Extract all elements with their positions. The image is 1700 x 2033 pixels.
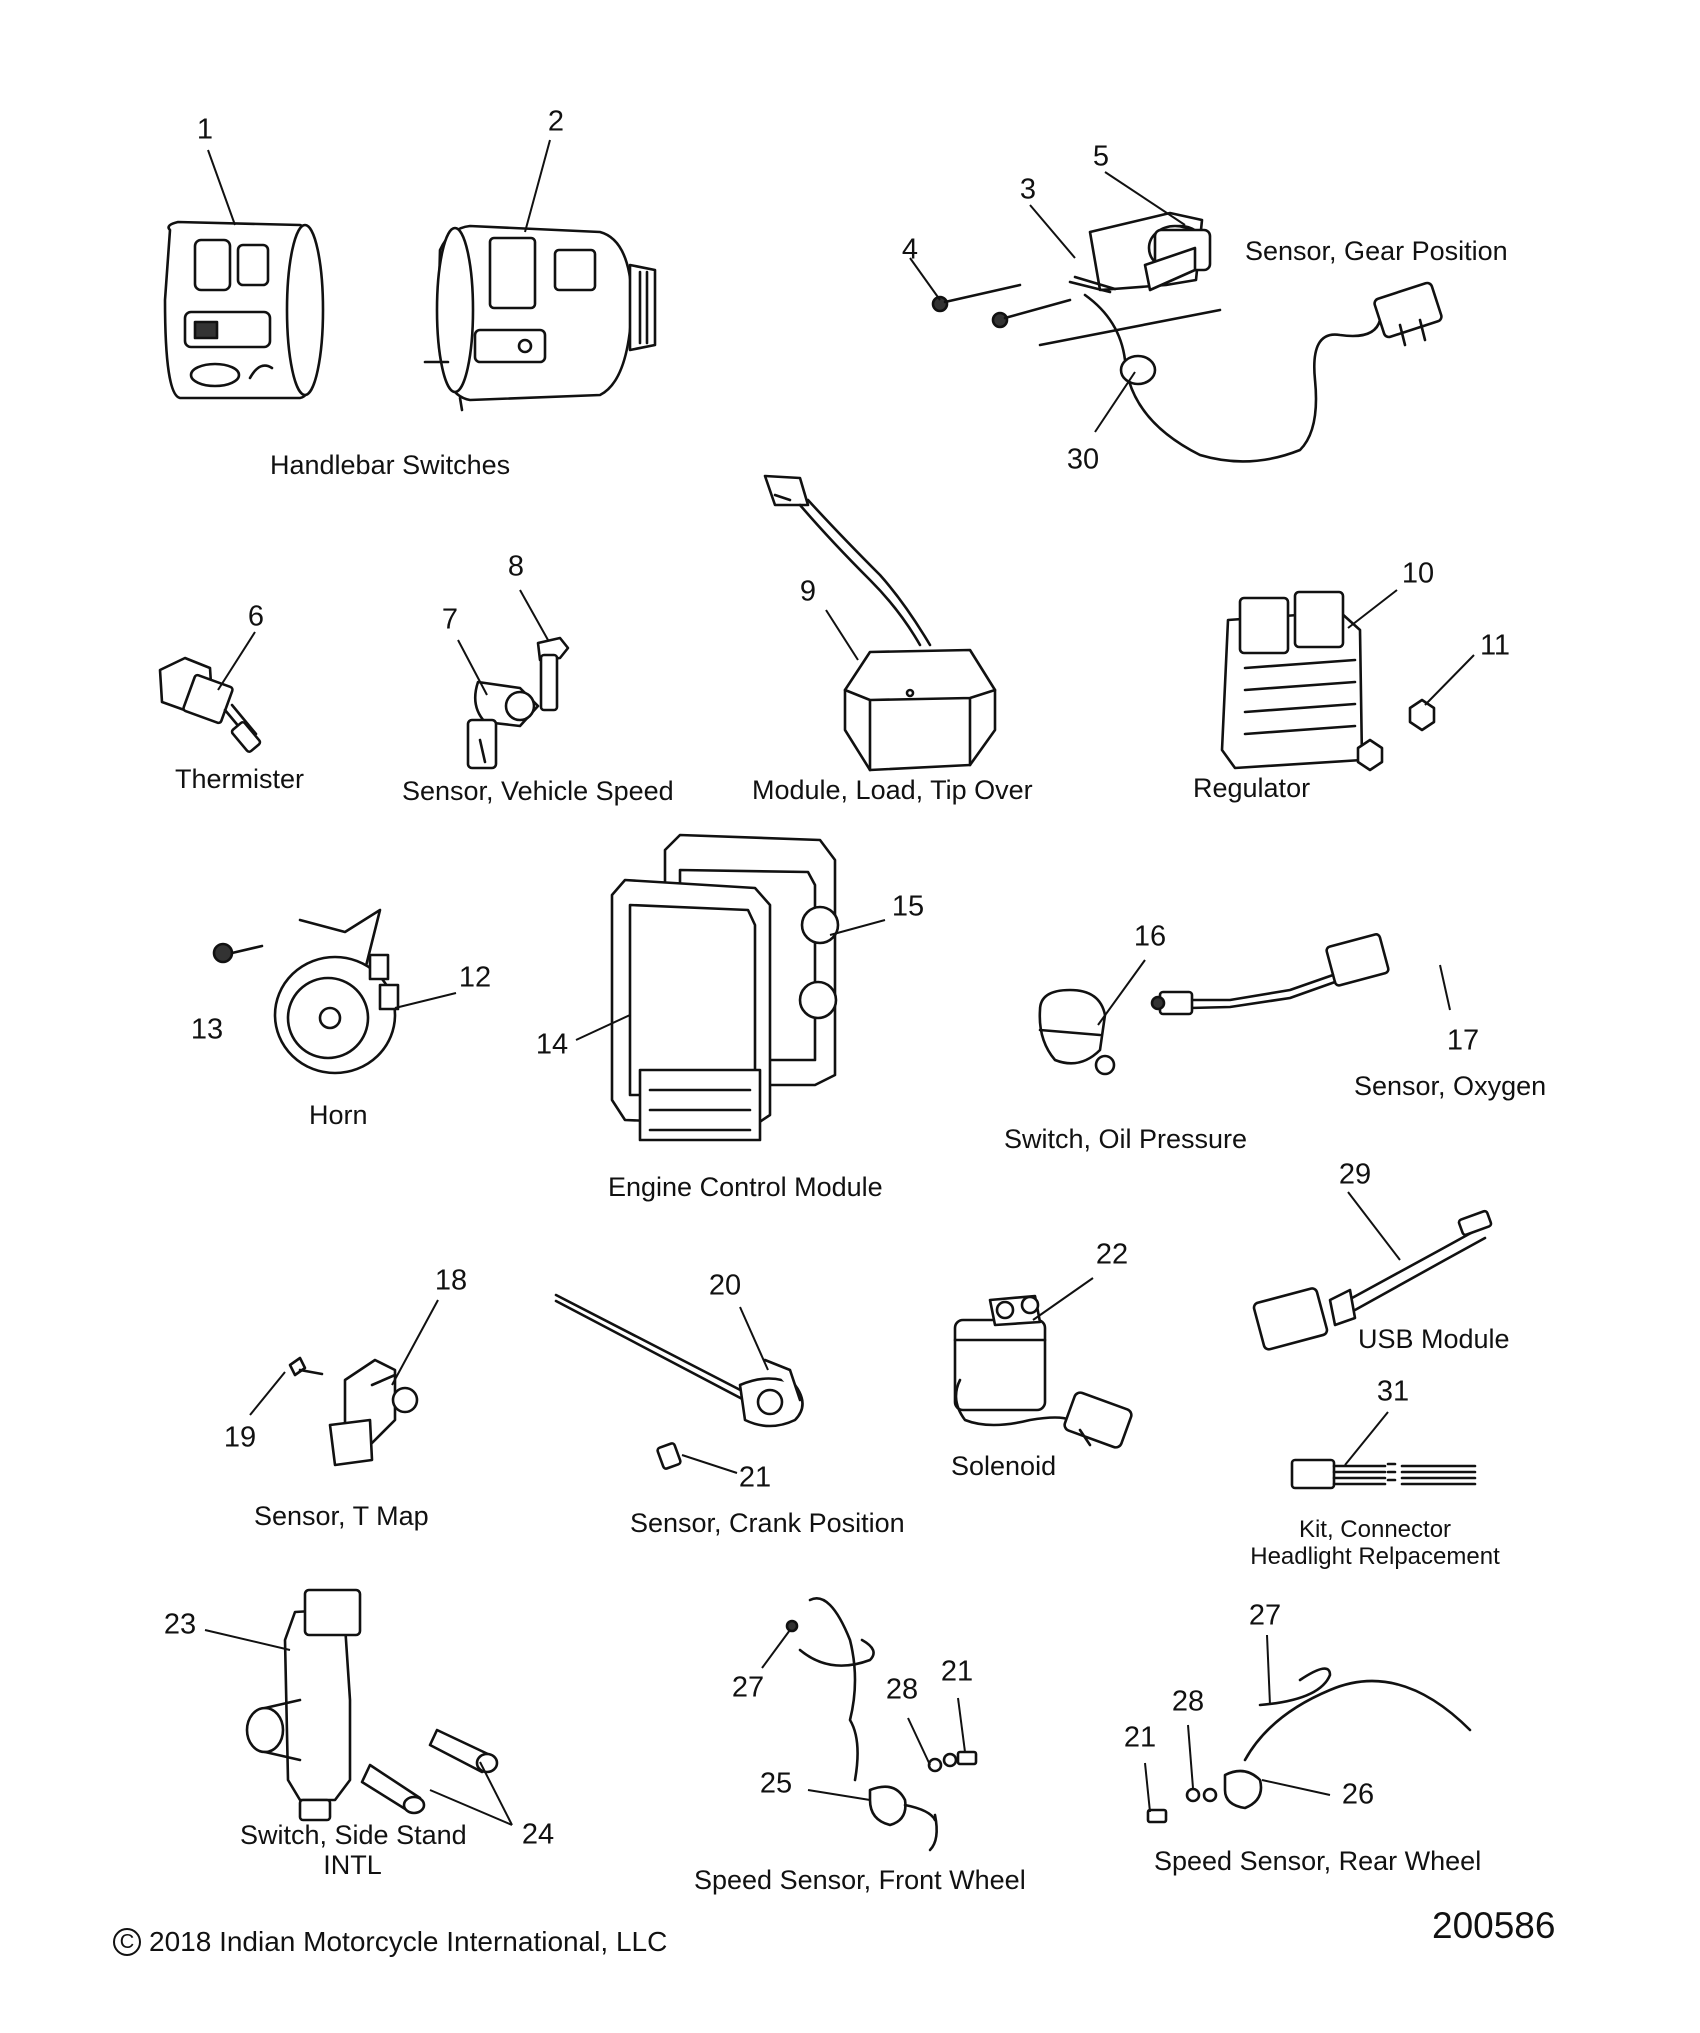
label-front-wheel-speed-sensor: Speed Sensor, Front Wheel: [694, 1865, 1026, 1895]
diagram-number: 200586: [1432, 1905, 1556, 1946]
vehicle-speed-sensor: [466, 636, 570, 770]
label-horn: Horn: [309, 1100, 368, 1130]
label-connector-kit: Kit, Connector Headlight Relpacement: [1245, 1518, 1505, 1569]
callout-30: 30: [1066, 443, 1100, 476]
callout-7: 7: [441, 603, 459, 636]
callout-3: 3: [1019, 173, 1037, 206]
callout-15: 15: [891, 890, 925, 923]
callout-1: 1: [196, 113, 214, 146]
callout-18: 18: [434, 1264, 468, 1297]
label-tip-over-module: Module, Load, Tip Over: [752, 775, 1033, 805]
label-rear-wheel-speed-sensor: Speed Sensor, Rear Wheel: [1154, 1846, 1482, 1876]
label-gear-position-sensor: Sensor, Gear Position: [1245, 236, 1508, 266]
crank-position-sensor: [554, 1293, 804, 1470]
side-stand-switch: [245, 1588, 499, 1822]
gear-position-sensor: [931, 211, 1443, 463]
callout-28-front: 28: [885, 1673, 919, 1706]
callout-12: 12: [458, 961, 492, 994]
callout-31: 31: [1376, 1375, 1410, 1408]
solenoid: [953, 1294, 1133, 1449]
label-crank-position-sensor: Sensor, Crank Position: [630, 1508, 905, 1538]
tmap-sensor: [288, 1356, 419, 1467]
copyright-icon: C: [113, 1928, 141, 1956]
callout-17: 17: [1446, 1024, 1480, 1057]
callout-27-front: 27: [731, 1671, 765, 1704]
engine-control-module: [610, 833, 840, 1142]
label-oxygen-sensor: Sensor, Oxygen: [1354, 1071, 1547, 1101]
callout-21-rear: 21: [1123, 1721, 1157, 1754]
front-wheel-speed-sensor: [785, 1597, 978, 1852]
callout-21-front: 21: [940, 1655, 974, 1688]
handlebar-switch-left: [163, 220, 325, 400]
callout-6: 6: [247, 600, 265, 633]
label-usb-module: USB Module: [1358, 1324, 1510, 1354]
horn: [212, 908, 400, 1075]
callout-8: 8: [507, 550, 525, 583]
regulator: [1220, 590, 1436, 772]
callout-22: 22: [1095, 1238, 1129, 1271]
callout-25: 25: [759, 1767, 793, 1800]
label-oil-pressure-switch: Switch, Oil Pressure: [1004, 1124, 1248, 1154]
callout-20: 20: [708, 1269, 742, 1302]
callout-14: 14: [535, 1028, 569, 1061]
label-side-stand-switch-line2: INTL: [323, 1850, 382, 1880]
thermister: [158, 656, 262, 753]
label-thermister: Thermister: [175, 764, 305, 794]
label-connector-kit-line1: Kit, Connector: [1298, 1516, 1452, 1543]
callout-9: 9: [799, 575, 817, 608]
callout-27-rear: 27: [1248, 1599, 1282, 1632]
callout-10: 10: [1401, 557, 1435, 590]
callout-28-rear: 28: [1171, 1685, 1205, 1718]
label-regulator: Regulator: [1193, 773, 1311, 803]
label-solenoid: Solenoid: [951, 1451, 1057, 1481]
oil-pressure-switch: [1038, 988, 1116, 1076]
callout-4: 4: [901, 233, 919, 266]
connector-kit: [1290, 1458, 1477, 1490]
handlebar-switch-right: [423, 224, 657, 412]
callout-26: 26: [1341, 1778, 1375, 1811]
callout-23: 23: [163, 1608, 197, 1641]
label-connector-kit-line2: Headlight Relpacement: [1250, 1543, 1500, 1570]
callout-2: 2: [547, 105, 565, 138]
usb-module: [1252, 1209, 1493, 1351]
callout-21: 21: [738, 1461, 772, 1494]
callout-5: 5: [1092, 140, 1110, 173]
leader-lines: [204, 139, 1475, 1826]
callout-24: 24: [521, 1818, 555, 1851]
label-handlebar-switches: Handlebar Switches: [270, 450, 511, 480]
label-vehicle-speed-sensor: Sensor, Vehicle Speed: [402, 776, 674, 806]
tip-over-module: [763, 474, 997, 772]
callout-29: 29: [1338, 1158, 1372, 1191]
callout-19: 19: [223, 1421, 257, 1454]
oxygen-sensor: [1150, 933, 1390, 1016]
copyright-text: 2018 Indian Motorcycle International, LL…: [149, 1926, 668, 1957]
label-side-stand-switch: Switch, Side Stand INTL: [240, 1820, 467, 1880]
callout-11: 11: [1479, 629, 1511, 662]
callout-13: 13: [190, 1013, 224, 1046]
label-side-stand-switch-line1: Switch, Side Stand: [240, 1820, 467, 1850]
copyright-notice: C 2018 Indian Motorcycle International, …: [113, 1926, 667, 1958]
label-engine-control-module: Engine Control Module: [608, 1172, 883, 1202]
label-tmap-sensor: Sensor, T Map: [254, 1501, 429, 1531]
callout-16: 16: [1133, 920, 1167, 953]
rear-wheel-speed-sensor: [1146, 1667, 1472, 1824]
